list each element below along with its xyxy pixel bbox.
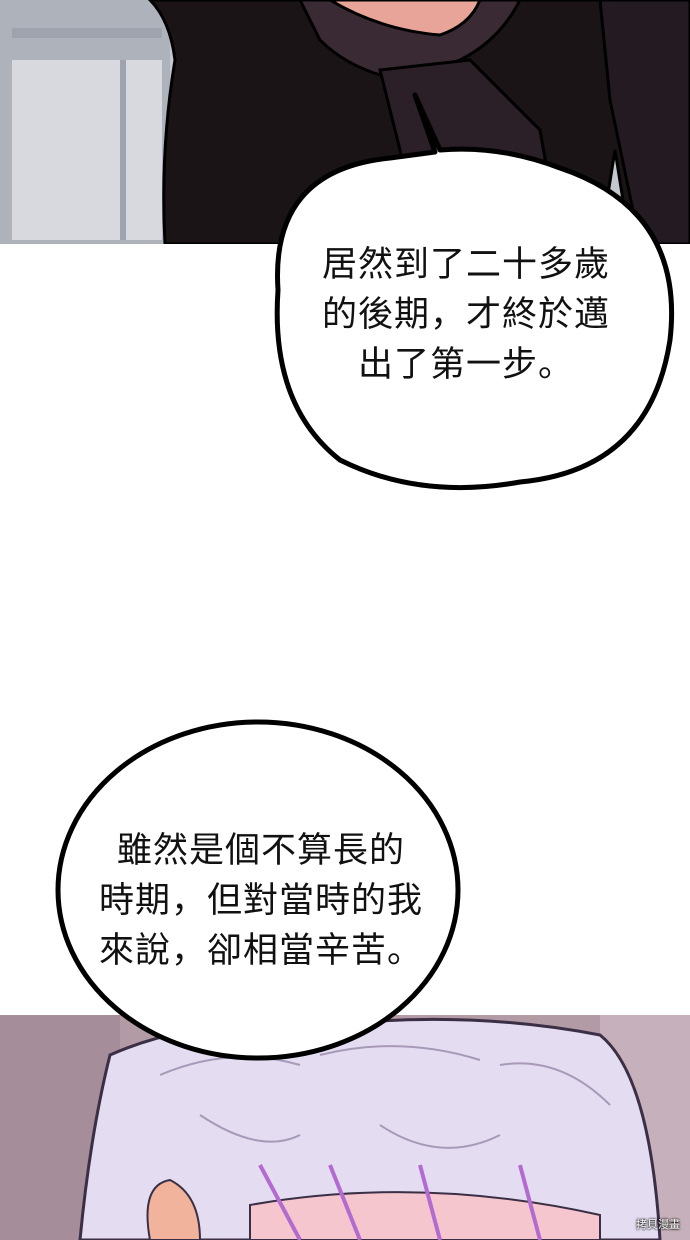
top-comic-panel (0, 0, 690, 244)
bottom-comic-panel (0, 1015, 690, 1240)
light-hair-character-art (0, 1015, 690, 1240)
dark-hair-character-art (0, 0, 690, 244)
speech-bubble-1-text: 居然到了二十多歲 的後期，才終於邁 出了第一步。 (321, 245, 610, 385)
watermark-label: 拷貝漫畫 (636, 1218, 680, 1231)
speech-bubble-2-text: 雖然是個不算長的 時期，但對當時的我 來說，卻相當辛苦。 (98, 831, 423, 971)
